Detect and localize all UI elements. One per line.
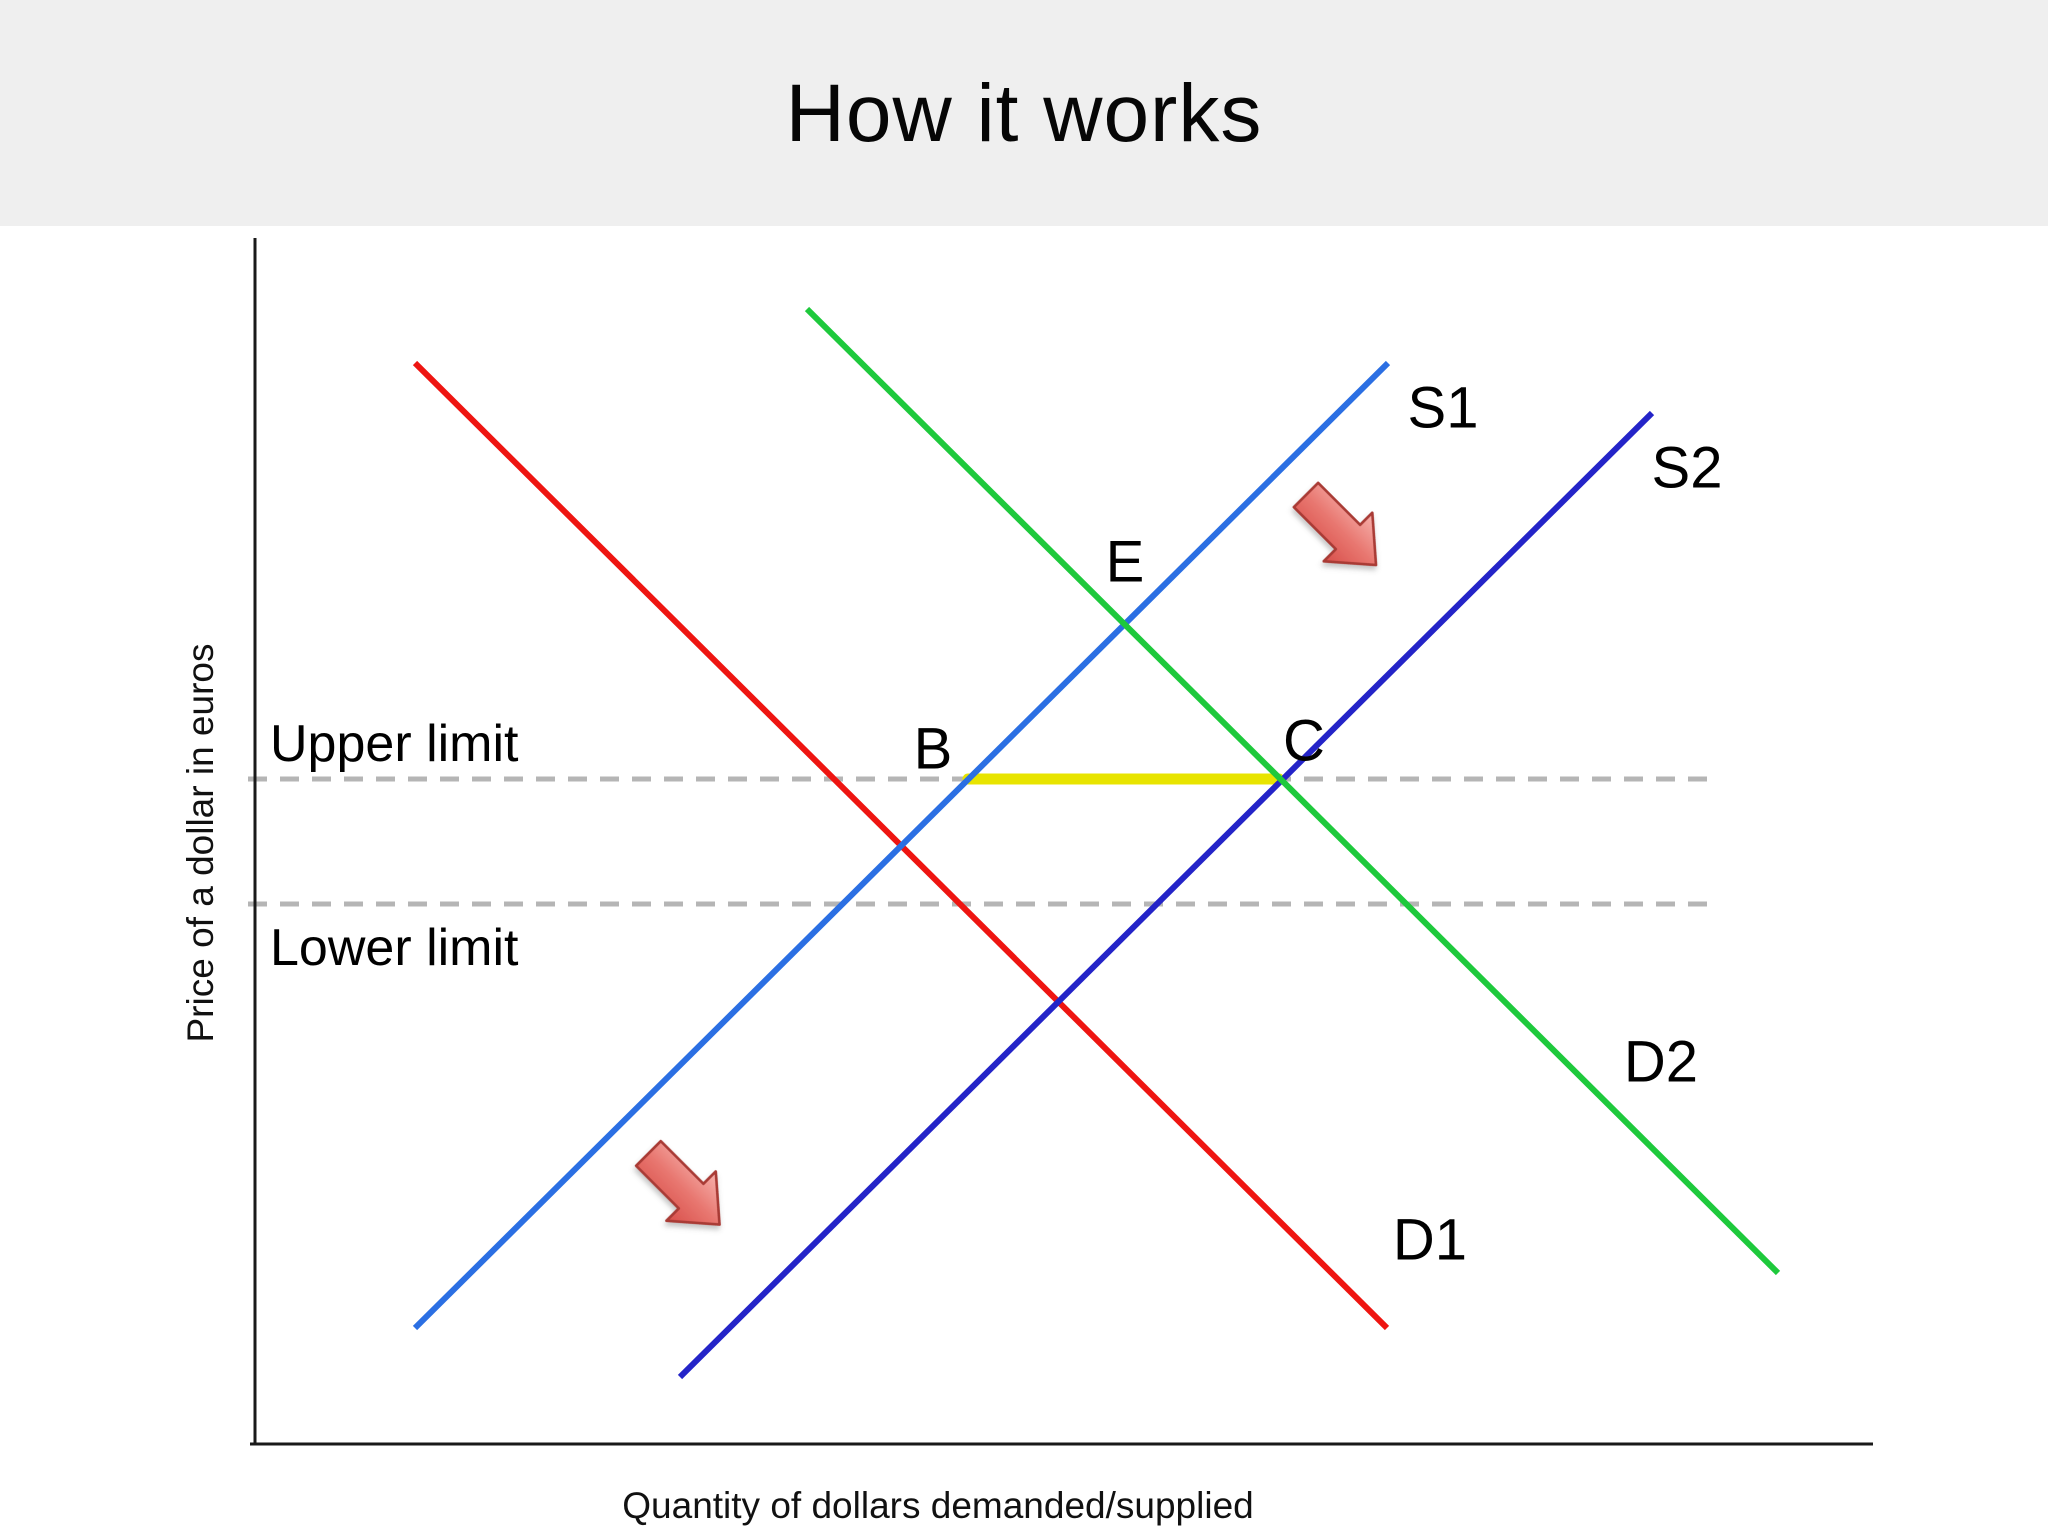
shift-arrows-layer [622,469,1402,1251]
x-axis-label: Quantity of dollars demanded/supplied [622,1485,1254,1526]
lower-limit-label: Lower limit [270,919,519,977]
title-band [0,0,2048,226]
label-s2: S2 [1651,435,1723,501]
supply-curve-s2 [677,410,1655,1380]
label-d1: D1 [1392,1207,1468,1273]
shift-arrow-supply [1280,469,1402,591]
supply-curve-s1 [412,360,1391,1331]
label-d2: D2 [1623,1029,1699,1095]
label-point-c: C [1283,708,1325,774]
label-point-e: E [1105,529,1145,595]
shift-arrow-demand [622,1127,746,1251]
demand-curve-d2 [804,306,1781,1276]
y-axis-label: Price of a dollar in euros [180,643,221,1043]
curve-lines-layer [248,238,1873,1446]
slide-title: How it works [785,68,1263,159]
upper-limit-label: Upper limit [270,715,519,773]
label-point-b: B [913,716,953,782]
label-s1: S1 [1407,375,1479,441]
